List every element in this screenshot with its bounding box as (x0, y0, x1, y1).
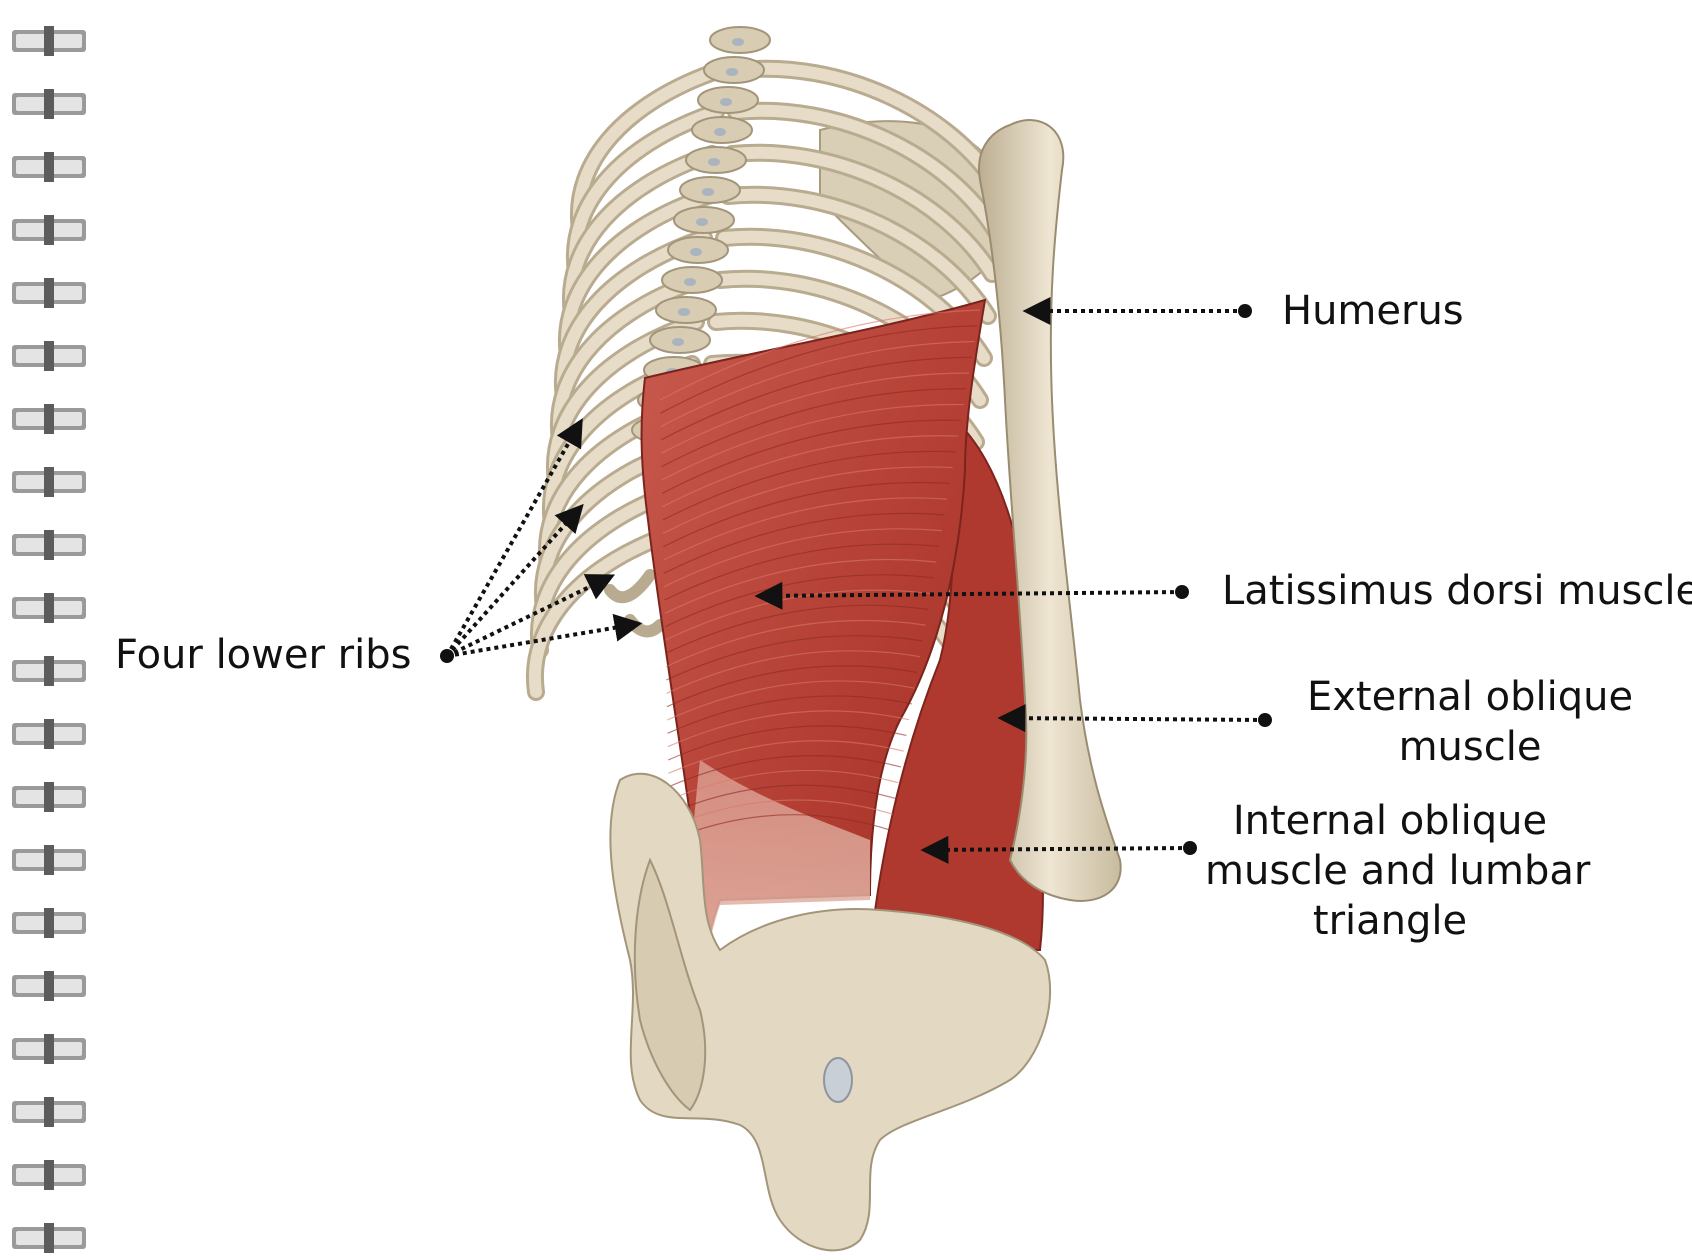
pointer-dot (440, 649, 454, 663)
humerus-label: Humerus (1282, 286, 1464, 336)
four-lower-ribs-label: Four lower ribs (115, 630, 411, 680)
pointer-dot (1258, 713, 1272, 727)
internal-oblique-label-line3: triangle (1205, 896, 1575, 946)
pointer-dot (1175, 585, 1189, 599)
external-oblique-label-line1: External oblique (1305, 672, 1635, 722)
pointer-dot (1238, 304, 1252, 318)
external-oblique-label: External oblique muscle (1305, 672, 1635, 772)
pointer-dot (1183, 841, 1197, 855)
internal-oblique-label-line2: muscle and lumbar (1205, 846, 1575, 896)
external-oblique-pointer (1003, 718, 1265, 720)
latissimus-dorsi-label: Latissimus dorsi muscle (1222, 566, 1692, 616)
external-oblique-label-line2: muscle (1305, 722, 1635, 772)
rib-pointer-2 (447, 508, 580, 656)
rib-pointer-1 (447, 423, 580, 656)
latissimus-pointer (760, 592, 1182, 596)
internal-oblique-label-line1: Internal oblique (1205, 796, 1575, 846)
internal-oblique-pointer (926, 848, 1190, 850)
internal-oblique-label: Internal oblique muscle and lumbar trian… (1205, 796, 1575, 946)
